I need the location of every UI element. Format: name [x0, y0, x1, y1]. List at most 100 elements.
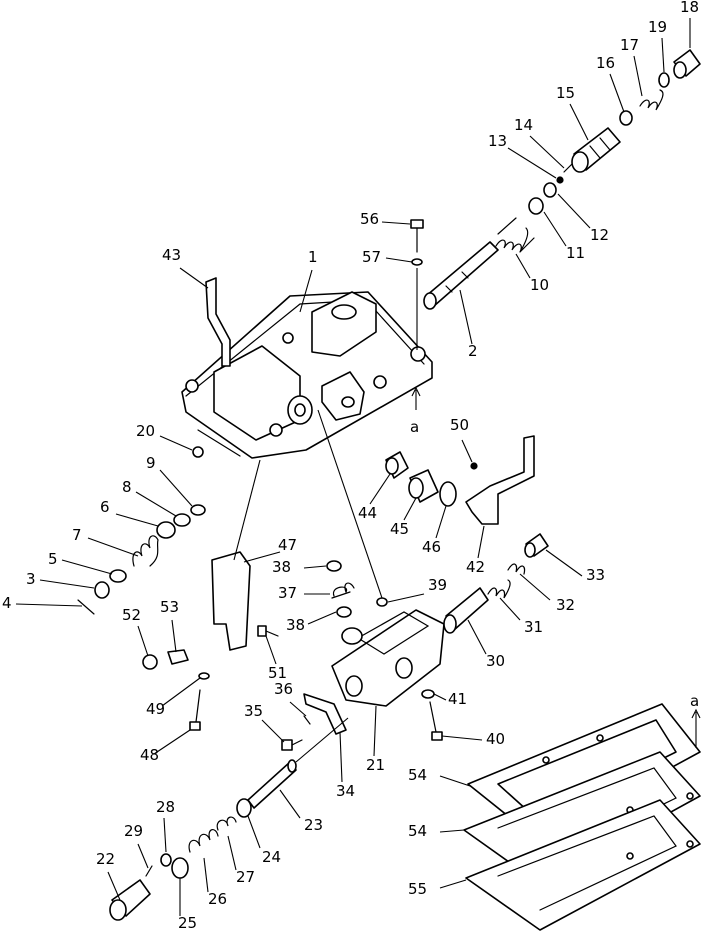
part-ring-5 [109, 569, 127, 583]
callout-28: 28 [156, 798, 175, 816]
reference-mark-a: a [410, 418, 419, 436]
callout-25: 25 [178, 914, 197, 932]
leader-line-6 [115, 513, 159, 527]
part-spring-27 [216, 816, 237, 831]
part-ring-6 [156, 521, 176, 539]
part-lever-42 [465, 435, 535, 525]
part-ring-8 [173, 513, 191, 527]
part-bolt-56 [410, 219, 424, 253]
callout-48: 48 [140, 746, 159, 764]
part-bushing-44 [385, 451, 409, 479]
part-washer-57 [411, 258, 423, 266]
leader-line-26 [203, 857, 209, 893]
part-cap-3 [94, 581, 110, 599]
part-housing [181, 291, 433, 459]
part-cap-22 [109, 879, 151, 921]
leader-line-48 [153, 729, 191, 755]
part-arm-47 [211, 551, 251, 651]
part-pin-4 [77, 599, 95, 615]
part-pin-50 [470, 462, 478, 470]
leader-line-23 [279, 789, 301, 819]
part-pin-13 [556, 176, 564, 184]
callout-57: 57 [362, 248, 381, 266]
leader-line-40 [441, 735, 483, 741]
callout-34: 34 [336, 782, 355, 800]
part-spring-26 [188, 829, 219, 853]
leader-line-46 [435, 505, 447, 539]
callout-27: 27 [236, 868, 255, 886]
callout-38: 38 [272, 558, 291, 576]
callout-52: 52 [122, 606, 141, 624]
callout-7: 7 [72, 526, 82, 544]
leader-line-42 [477, 525, 485, 559]
part-bolt-48 [189, 689, 201, 731]
callout-41: 41 [448, 690, 467, 708]
part-rod-23 [247, 717, 349, 809]
part-screw-35 [281, 739, 303, 751]
part-spring-10 [495, 217, 535, 253]
leader-line-20 [159, 435, 193, 451]
callout-10: 10 [530, 276, 549, 294]
leader-line-36 [289, 701, 307, 717]
callout-45: 45 [390, 520, 409, 538]
part-valve-body-21 [331, 609, 445, 707]
part-screw-20 [192, 446, 204, 458]
leader-line-12 [557, 193, 591, 229]
callout-9: 9 [146, 454, 156, 472]
leader-line-17 [633, 55, 643, 97]
leader-line-32 [519, 573, 551, 601]
leader-line-10 [515, 253, 531, 279]
part-pin-29 [145, 865, 153, 877]
reference-mark-a: a [690, 692, 699, 710]
leader-line-54 [439, 775, 471, 787]
part-pin-36 [303, 715, 311, 725]
callout-35: 35 [244, 702, 263, 720]
leader-line-30 [467, 619, 487, 655]
part-ring-16 [619, 110, 633, 126]
callout-18: 18 [680, 0, 699, 16]
callout-49: 49 [146, 700, 165, 718]
callout-44: 44 [358, 504, 377, 522]
leader-line-5 [61, 559, 113, 575]
reference-arrow-a-lower [691, 708, 701, 748]
callout-43: 43 [162, 246, 181, 264]
callout-5: 5 [48, 550, 58, 568]
callout-4: 4 [2, 594, 12, 612]
leader-line-50 [461, 439, 473, 463]
leader-line-8 [135, 491, 177, 517]
callout-38: 38 [286, 616, 305, 634]
part-plug-18 [673, 49, 701, 79]
callout-20: 20 [136, 422, 155, 440]
callout-8: 8 [122, 478, 132, 496]
callout-19: 19 [648, 18, 667, 36]
callout-22: 22 [96, 850, 115, 868]
callout-16: 16 [596, 54, 615, 72]
leader-line-22 [107, 871, 121, 901]
reference-arrow-a-upper [411, 386, 421, 410]
leader-line-16 [609, 73, 625, 113]
part-oring-19 [658, 72, 670, 88]
leader-line-14 [529, 135, 565, 169]
leader-line-27 [227, 835, 237, 871]
part-bolt-40 [429, 701, 443, 741]
callout-3: 3 [26, 570, 36, 588]
part-plug-33 [524, 533, 549, 558]
callout-23: 23 [304, 816, 323, 834]
callout-30: 30 [486, 652, 505, 670]
leader-line-28 [163, 817, 167, 853]
callout-50: 50 [450, 416, 469, 434]
part-lever-43 [205, 277, 231, 367]
leader-line-56 [381, 221, 411, 225]
part-spring-17 [639, 89, 664, 111]
part-bushing-45 [408, 469, 439, 503]
leader-line-29 [137, 843, 149, 869]
leader-line-35 [261, 719, 285, 743]
leader-line-51 [265, 635, 277, 665]
leader-line-45 [403, 497, 417, 521]
part-washer-41 [421, 689, 435, 699]
leader-line-55 [439, 879, 467, 889]
leader-line-9 [159, 469, 193, 507]
callout-33: 33 [586, 566, 605, 584]
leader-line-15 [569, 103, 589, 141]
